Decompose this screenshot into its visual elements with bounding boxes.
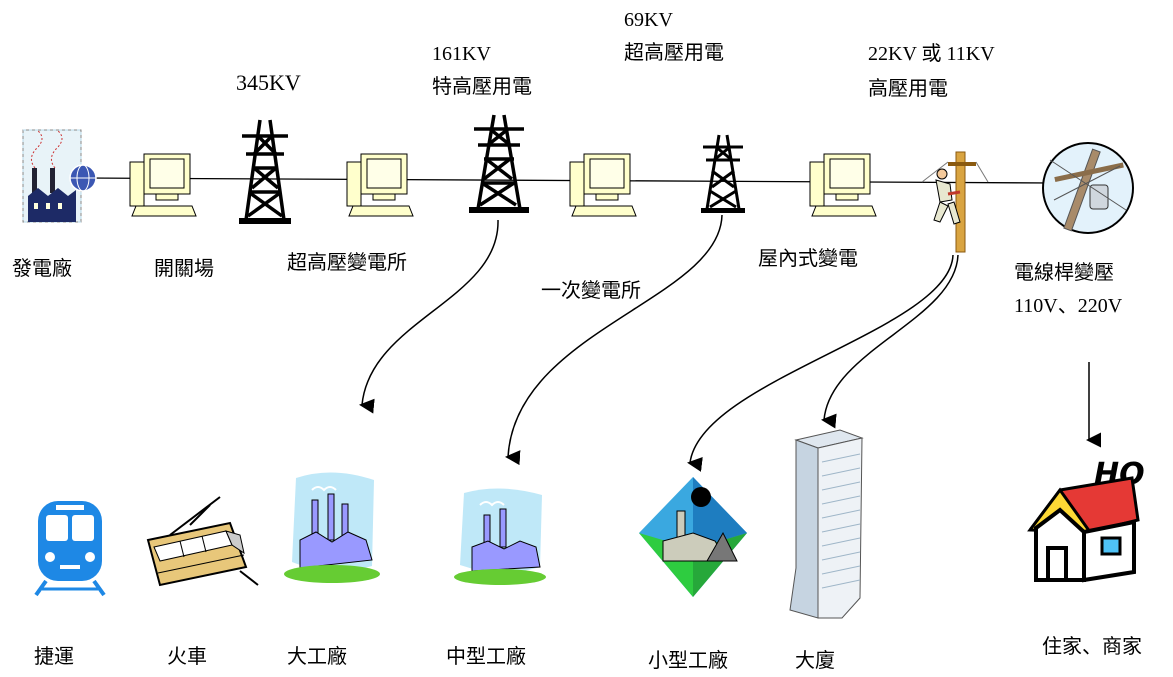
arrow-to-small-factory <box>687 254 954 472</box>
label-medium-factory: 中型工廠 <box>446 644 526 668</box>
label-homes-shops: 住家、商家 <box>1042 634 1142 658</box>
lineman-pole-icon <box>921 151 989 253</box>
voltage-161kv: 161KV <box>432 43 491 65</box>
voltage-161kv-desc: 特高壓用電 <box>432 74 532 98</box>
power-plant-icon <box>22 129 97 223</box>
train-icon <box>146 496 259 587</box>
label-building: 大廈 <box>795 648 835 672</box>
switchyard-computer-icon <box>129 153 197 217</box>
label-large-factory: 大工廠 <box>287 644 347 668</box>
building-icon <box>789 429 864 619</box>
69kv-tower-icon <box>701 134 745 213</box>
label-switchyard: 開關場 <box>154 256 214 280</box>
mrt-train-icon <box>34 501 106 597</box>
label-mrt: 捷運 <box>34 644 74 668</box>
small-factory-icon <box>639 477 747 597</box>
indoor-substation-computer-icon <box>809 153 877 217</box>
label-indoor-substation: 屋內式變電 <box>758 246 858 270</box>
161kv-tower-icon <box>469 114 529 213</box>
label-pole-transformer: 電線桿變壓 <box>1014 260 1114 284</box>
label-small-factory: 小型工廠 <box>648 648 728 672</box>
arrow-to-building <box>821 254 959 429</box>
large-factory-icon <box>284 472 380 583</box>
label-primary-substation: 一次變電所 <box>541 278 641 302</box>
ehv-substation-computer-icon <box>346 153 414 217</box>
label-power-plant: 發電廠 <box>12 256 72 280</box>
voltage-69kv: 69KV <box>624 9 673 31</box>
voltage-22-11kv-desc: 高壓用電 <box>868 76 948 100</box>
voltage-110-220v: 110V、220V <box>1014 295 1123 317</box>
voltage-345kv: 345KV <box>236 70 301 95</box>
arrow-161kv-to-large-factory <box>359 219 499 414</box>
label-ehv-substation: 超高壓變電所 <box>287 250 407 274</box>
label-train: 火車 <box>167 644 207 668</box>
medium-factory-icon <box>454 488 546 585</box>
voltage-69kv-desc: 超高壓用電 <box>624 40 724 64</box>
voltage-22-11kv: 22KV 或 11KV <box>868 43 995 65</box>
pole-transformer-icon <box>1042 142 1134 234</box>
house-icon: HO <box>1027 457 1144 583</box>
arrow-69kv-to-medium-factory <box>505 214 723 466</box>
345kv-tower-icon <box>239 119 291 224</box>
primary-substation-computer-icon <box>569 153 637 217</box>
